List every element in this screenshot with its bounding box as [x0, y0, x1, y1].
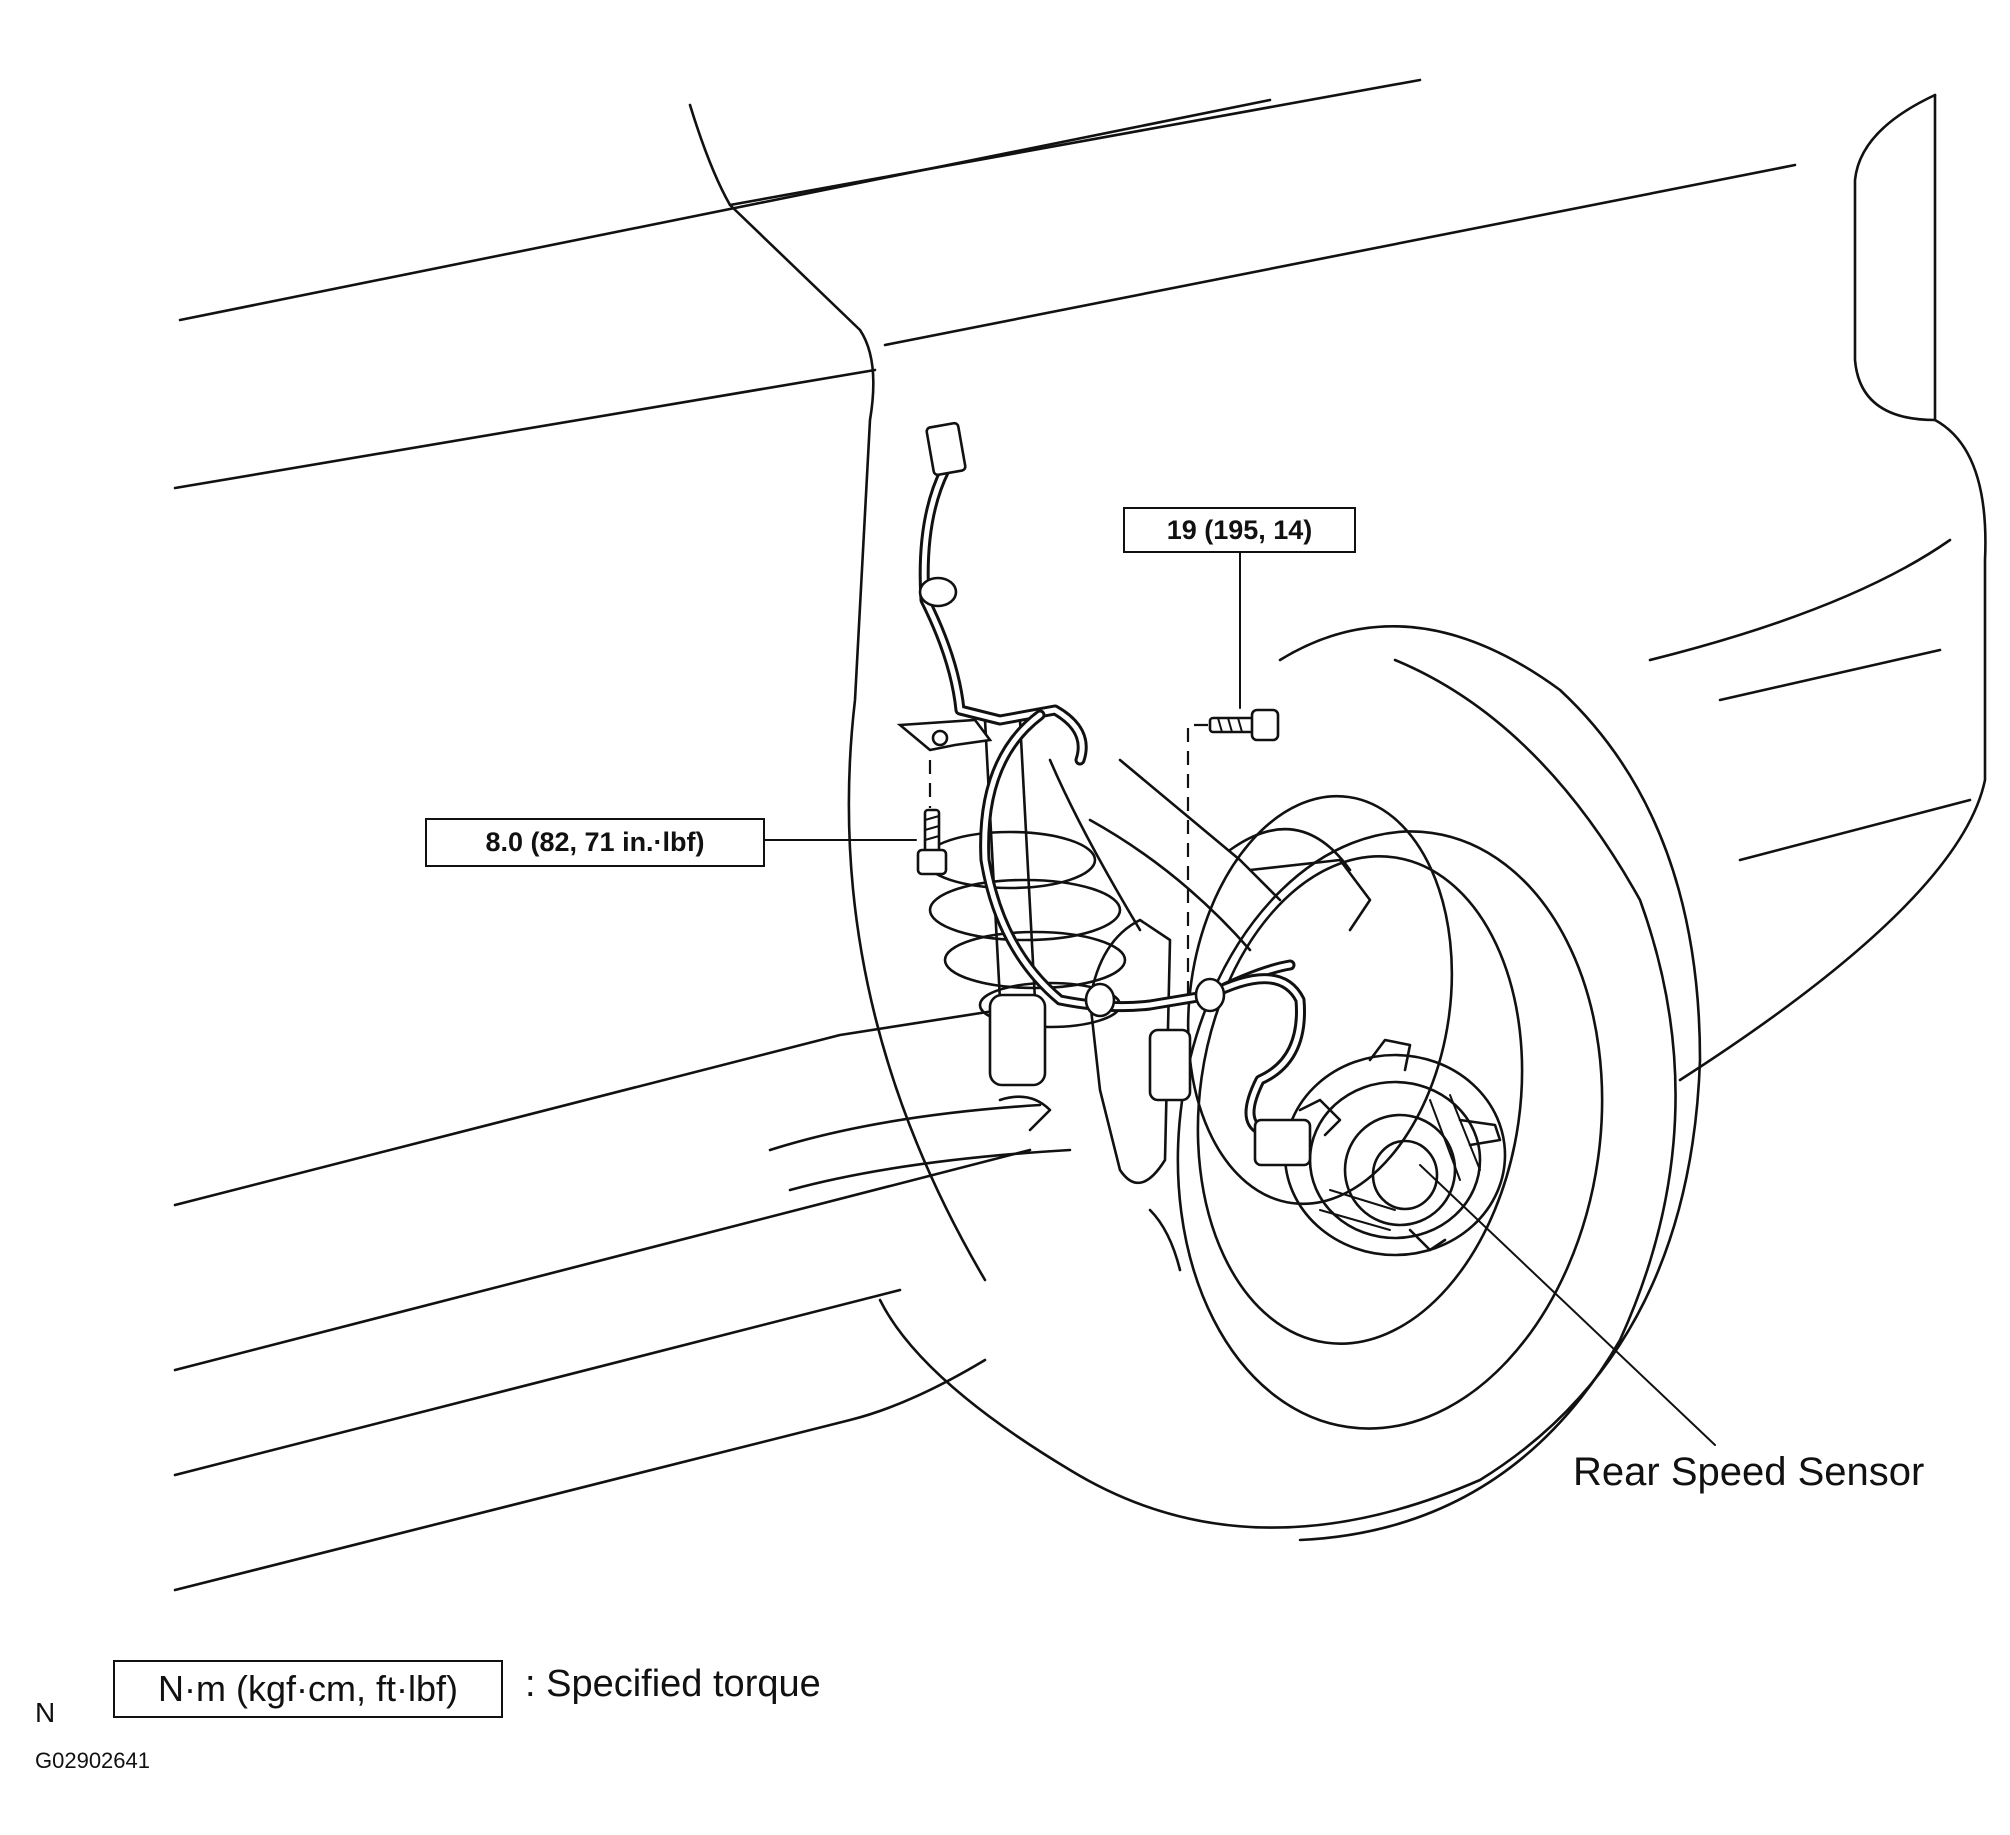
rear-speed-sensor-label: Rear Speed Sensor	[1573, 1450, 1925, 1494]
sensor-leader	[1419, 1164, 1716, 1446]
rear-bumper-lines	[1648, 93, 1987, 1082]
harness-bracket	[896, 718, 993, 752]
coil-spring	[923, 718, 1127, 1087]
vehicle-body-lines	[173, 78, 1797, 1592]
bracket-bolt	[916, 808, 948, 876]
legend-unit-box: N·m (kgf·cm, ft·lbf)	[113, 1660, 503, 1718]
upper-bolt-path	[1186, 723, 1208, 1000]
torque-label-upper-bolt: 19 (195, 14)	[1123, 507, 1356, 553]
speed-sensor-harness	[918, 421, 1312, 1167]
upper-bolt	[1208, 708, 1280, 742]
marker-letter: N	[35, 1697, 56, 1728]
hub-assembly	[1283, 1038, 1507, 1257]
legend-description: : Specified torque	[525, 1663, 821, 1705]
torque-label-bracket-bolt: 8.0 (82, 71 in.·lbf)	[425, 818, 765, 867]
knuckle-and-arm	[998, 758, 1282, 1272]
figure-code: G02902641	[35, 1748, 150, 1773]
